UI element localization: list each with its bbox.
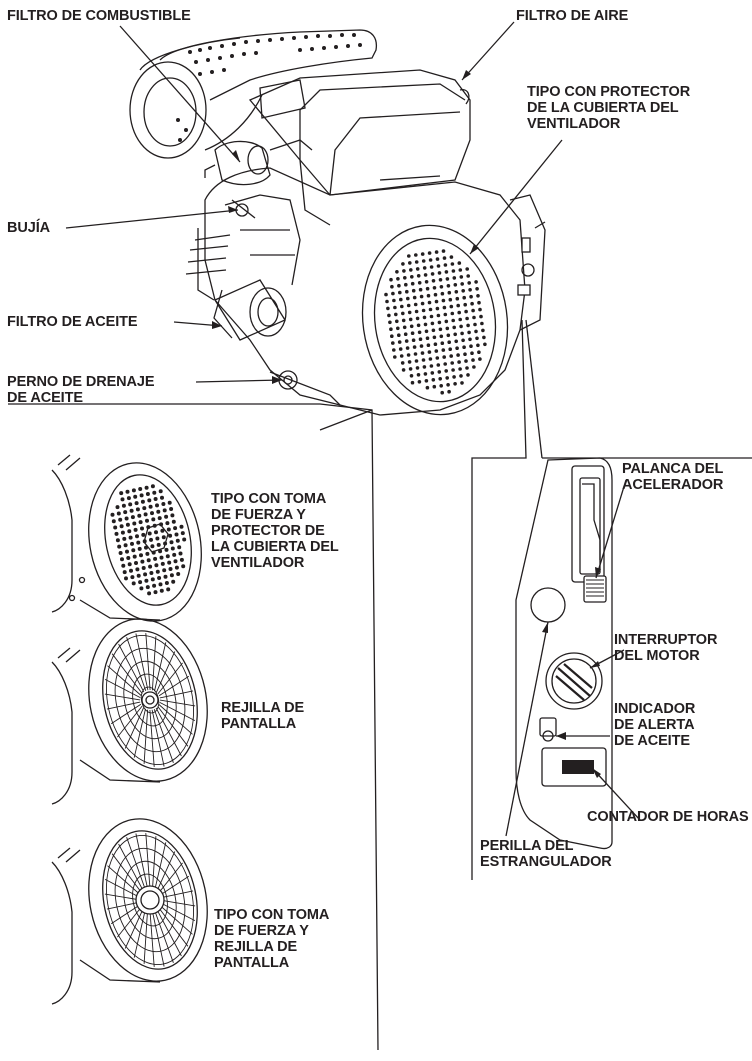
label-throttle-lever: PALANCA DEL ACELERADOR: [622, 461, 724, 493]
label-oil-filter: FILTRO DE ACEITE: [7, 314, 138, 330]
leader-lines-main: [65, 21, 563, 384]
label-spark-plug: BUJÍA: [7, 220, 51, 236]
label-screen-grid: REJILLA DE PANTALLA: [221, 700, 305, 732]
label-oil-alert-indicator: INDICADOR DE ALERTA DE ACEITE: [614, 701, 696, 749]
label-choke-knob: PERILLA DEL ESTRANGULADOR: [480, 838, 612, 870]
oil-filter-part: [213, 279, 287, 341]
muffler: [129, 29, 378, 159]
engine-body: [185, 159, 526, 416]
fan-cover-protector: [361, 224, 509, 416]
oil-drain-bolt-part: [269, 370, 341, 406]
variant-pto-screen-grid: [51, 818, 208, 1005]
label-pto-fan-cover: TIPO CON TOMA DE FUERZA Y PROTECTOR DE L…: [211, 491, 339, 571]
engine-illustration: [129, 29, 546, 416]
fuel-filter-part: [204, 139, 313, 219]
label-air-filter: FILTRO DE AIRE: [516, 8, 629, 24]
control-panel-closeup: [515, 457, 613, 850]
label-pto-screen-grid: TIPO CON TOMA DE FUERZA Y REJILLA DE PAN…: [214, 907, 330, 971]
callout-frame: [8, 319, 752, 1051]
label-fuel-filter: FILTRO DE COMBUSTIBLE: [7, 8, 191, 24]
variant-pto-fan-cover: [51, 454, 202, 622]
engine-side-controls: [509, 194, 546, 331]
label-hour-meter: CONTADOR DE HORAS: [587, 809, 749, 825]
label-fan-cover-type: TIPO CON PROTECTOR DE LA CUBIERTA DEL VE…: [527, 84, 691, 132]
label-engine-switch: INTERRUPTOR DEL MOTOR: [614, 632, 718, 664]
leader-lines-panel: [505, 479, 641, 837]
variant-screen-grid: [51, 618, 208, 805]
label-oil-drain-bolt: PERNO DE DRENAJE DE ACEITE: [7, 374, 155, 406]
air-filter-housing: [248, 69, 471, 196]
